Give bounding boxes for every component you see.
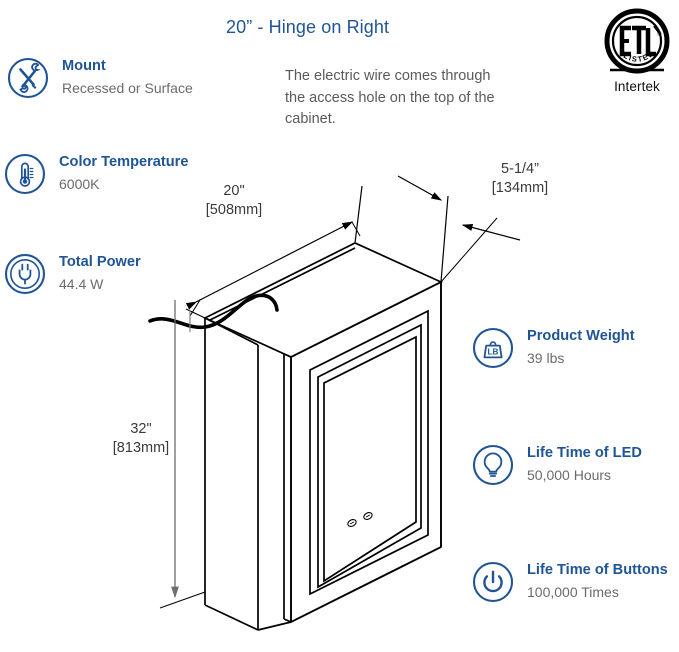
spec-product-weight-heading: Product Weight: [527, 328, 635, 344]
spec-color-temperature: Color Temperature 6000K: [3, 152, 188, 196]
certification-mark: ® LISTED Intertek: [598, 8, 676, 94]
spec-total-power-text: Total Power 44.4 W: [59, 252, 141, 294]
dimension-height-imperial: 32": [130, 421, 152, 437]
weight-icon: LB: [472, 327, 514, 369]
spec-total-power-value: 44.4 W: [59, 276, 104, 292]
dimension-width-imperial: 20": [223, 183, 245, 199]
touch-buttons: [347, 512, 373, 527]
spec-button-lifetime-value: 100,000 Times: [527, 584, 619, 600]
plug-icon: [4, 253, 46, 295]
dimension-height-metric: [813mm]: [112, 440, 170, 456]
spec-button-lifetime-text: Life Time of Buttons 100,000 Times: [527, 560, 668, 602]
svg-text:®: ®: [657, 31, 662, 38]
spec-color-temperature-value: 6000K: [59, 176, 100, 192]
spec-led-lifetime-heading: Life Time of LED: [527, 445, 642, 461]
page-title: 20” - Hinge on Right: [226, 17, 390, 37]
dimension-depth-metric: [134mm]: [491, 180, 549, 196]
spec-product-weight-value: 39 lbs: [527, 350, 565, 366]
lightbulb-icon: [472, 444, 514, 486]
spec-color-temperature-heading: Color Temperature: [59, 154, 189, 170]
spec-product-weight: LB Product Weight 39 lbs: [471, 326, 635, 370]
etl-listed-icon: ® LISTED: [604, 8, 670, 74]
power-button-icon: [472, 561, 514, 603]
dimension-width-label: 20" [508mm]: [192, 182, 276, 220]
wire-access-note: The electric wire comes through the acce…: [285, 68, 495, 127]
spec-color-temperature-text: Color Temperature 6000K: [59, 152, 188, 194]
spec-button-lifetime-heading: Life Time of Buttons: [527, 562, 668, 578]
dimension-depth-label: 5-1/4” [134mm]: [470, 160, 570, 198]
spec-total-power-heading: Total Power: [59, 254, 141, 270]
spec-led-lifetime-value: 50,000 Hours: [527, 467, 612, 483]
thermometer-icon: [4, 153, 46, 195]
spec-mount-text: Mount Recessed or Surface: [62, 56, 193, 98]
dimension-width-metric: [508mm]: [205, 202, 263, 218]
spec-mount: Mount Recessed or Surface: [6, 56, 193, 100]
spec-mount-value: Recessed or Surface: [62, 80, 193, 96]
svg-text:LB: LB: [488, 348, 499, 357]
certification-label: Intertek: [614, 79, 660, 94]
spec-product-weight-text: Product Weight 39 lbs: [527, 326, 635, 368]
spec-button-lifetime: Life Time of Buttons 100,000 Times: [471, 560, 668, 604]
dimension-height-label: 32" [813mm]: [100, 420, 182, 458]
spec-total-power: Total Power 44.4 W: [3, 252, 141, 296]
spec-mount-heading: Mount: [62, 58, 106, 74]
spec-led-lifetime-text: Life Time of LED 50,000 Hours: [527, 443, 642, 485]
dimension-depth-imperial: 5-1/4”: [501, 161, 539, 177]
spec-led-lifetime: Life Time of LED 50,000 Hours: [471, 443, 642, 487]
tools-icon: [7, 57, 49, 99]
